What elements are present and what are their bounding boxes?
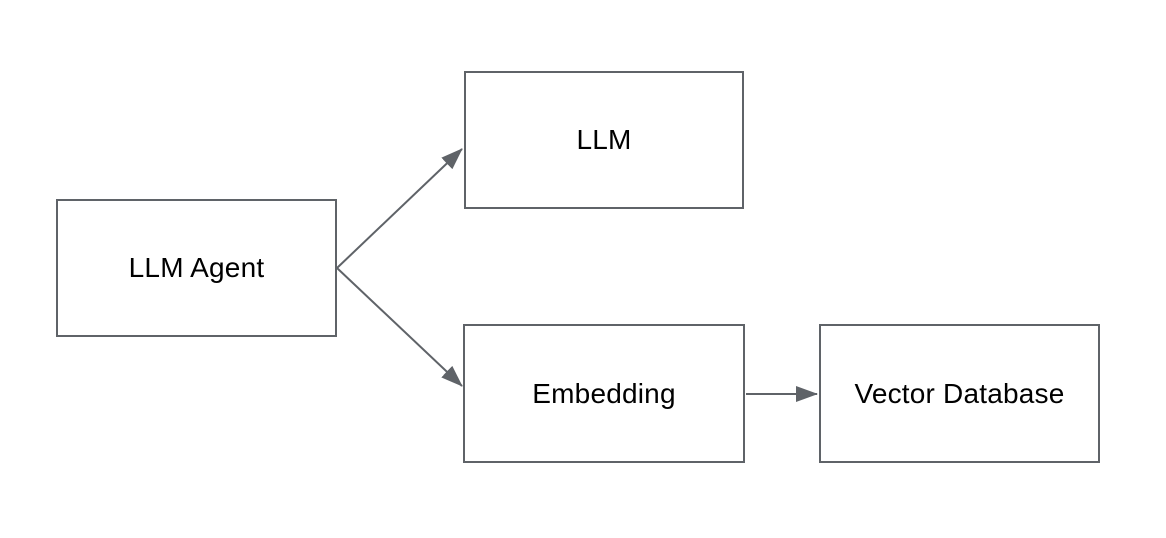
node-llm-agent-label: LLM Agent <box>128 252 265 283</box>
node-embedding-label: Embedding <box>532 377 676 409</box>
arrow-llm-agent-to-embedding <box>336 267 463 387</box>
node-llm-label: LLM <box>576 124 632 155</box>
node-embedding: Embedding <box>463 324 745 463</box>
node-llm-agent: LLM Agent <box>56 199 337 337</box>
node-llm: LLM <box>464 71 744 209</box>
node-vector-database: Vector Database <box>819 324 1100 463</box>
node-vector-database-label: Vector Database <box>854 377 1065 409</box>
arrow-llm-agent-to-llm <box>336 148 463 269</box>
